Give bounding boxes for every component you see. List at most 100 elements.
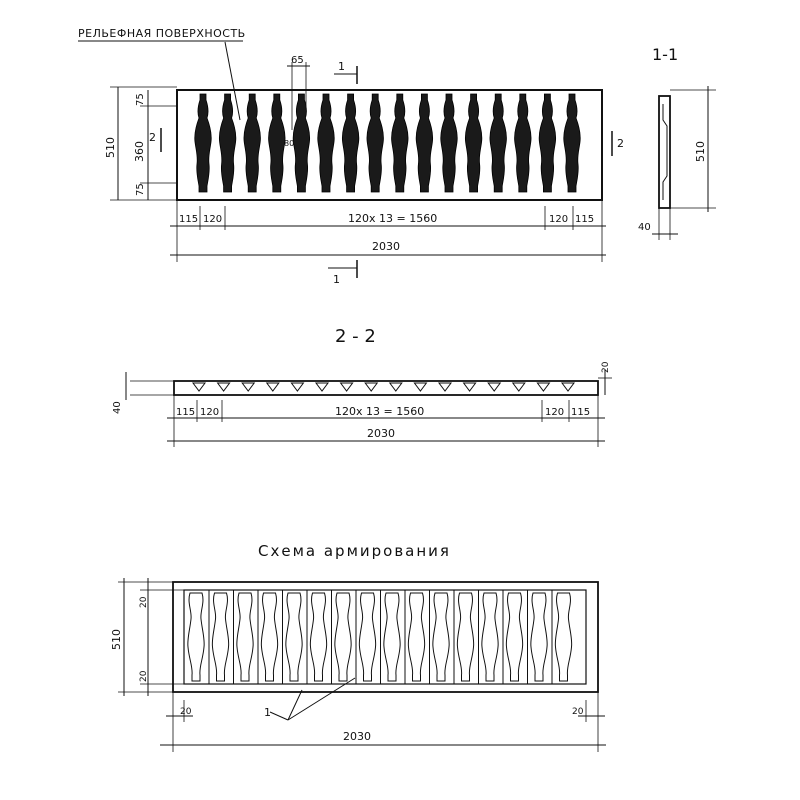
baluster	[538, 93, 557, 193]
relief-surface-label: РЕЛЬЕФНАЯ ПОВЕРХНОСТЬ	[78, 27, 246, 40]
scheme-leader-line-1	[269, 711, 289, 721]
relief-groove	[290, 382, 305, 392]
section-1-1: 1-1 510 40	[638, 45, 716, 240]
relief-groove	[216, 382, 231, 392]
relief-groove	[536, 382, 551, 392]
relief-groove	[192, 382, 206, 392]
scheme-right-cover: 20	[572, 707, 584, 717]
section-1-1-thickness: 40	[638, 222, 651, 233]
section-2-2-relief	[192, 382, 575, 392]
dim-height-total: 510	[104, 137, 117, 158]
dim-left-pitch: 120	[203, 214, 222, 225]
section-1-1-title: 1-1	[652, 45, 678, 64]
dim-80: 80	[284, 139, 294, 148]
cut-mark-1-top: 1	[338, 60, 345, 73]
rebar-opening	[334, 592, 352, 682]
baluster	[464, 93, 483, 193]
section-1-1-profile	[658, 95, 671, 209]
relief-groove	[241, 382, 256, 392]
relief-groove	[413, 382, 428, 392]
dim-right-edge: 115	[575, 214, 594, 225]
rebar-opening	[211, 592, 230, 682]
scheme-leader-line-3	[287, 677, 356, 721]
rebar-opening	[358, 592, 377, 682]
relief-groove	[561, 382, 575, 392]
plan-view: РЕЛЬЕФНАЯ ПОВЕРХНОСТЬ 510 75 360 75 2 2 …	[78, 27, 624, 286]
scheme-outer-outline	[172, 581, 599, 693]
baluster	[563, 93, 581, 193]
dim-total-length: 2030	[372, 240, 400, 253]
baluster	[243, 93, 261, 193]
rebar-opening	[530, 592, 548, 682]
dim-left-edge: 115	[179, 214, 198, 225]
section-2-2-center-chain: 120x 13 = 1560	[335, 405, 424, 418]
scheme-bottom-cover: 20	[139, 670, 149, 682]
baluster	[391, 93, 409, 193]
section-2-2-left-edge: 115	[176, 407, 195, 418]
cut-mark-2-right: 2	[617, 137, 624, 150]
scheme-left-cover: 20	[180, 707, 192, 717]
rebar-opening	[456, 592, 475, 682]
baluster	[440, 93, 458, 193]
relief-groove	[315, 382, 329, 392]
section-2-2-right-pitch: 120	[545, 407, 564, 418]
scheme-total-length: 2030	[343, 730, 371, 743]
section-2-2-thickness: 40	[112, 401, 123, 414]
cut-mark-1-bottom: 1	[333, 273, 340, 286]
dim-baluster-width: 65	[291, 55, 304, 66]
section-2-2-right-edge: 115	[571, 407, 590, 418]
dim-bottom-margin: 75	[135, 183, 146, 196]
relief-groove	[462, 382, 477, 392]
rebar-opening	[236, 592, 254, 682]
section-2-2-total-length: 2030	[367, 427, 395, 440]
baluster	[415, 93, 434, 193]
baluster	[489, 93, 507, 193]
dim-top-margin: 75	[135, 93, 146, 106]
relief-groove	[265, 382, 280, 392]
section-2-2: 2 - 2 40 20 115 120 120x 13 = 1560 120 1…	[112, 326, 612, 447]
rebar-opening	[432, 592, 450, 682]
cut-mark-2-left: 2	[149, 131, 156, 144]
rebar-opening	[505, 592, 524, 682]
baluster	[341, 93, 360, 193]
rebar-opening	[554, 592, 573, 682]
rebar-opening	[285, 592, 303, 682]
section-2-2-title: 2 - 2	[335, 326, 376, 347]
relief-groove	[438, 382, 452, 392]
section-1-1-height: 510	[694, 141, 707, 162]
baluster	[514, 93, 532, 193]
relief-groove	[511, 382, 526, 392]
scheme-leader-label: 1	[264, 706, 271, 719]
panel-outline	[176, 89, 603, 201]
rebar-opening	[309, 592, 328, 682]
rebar-opening	[260, 592, 279, 682]
reinforcement-scheme: Схема армирования 510 20 20 20 20 2030 1	[110, 542, 606, 752]
baluster	[268, 93, 286, 193]
dim-right-pitch: 120	[549, 214, 568, 225]
relief-groove	[364, 382, 379, 392]
rebar-opening	[481, 592, 499, 682]
section-2-2-left-pitch: 120	[200, 407, 219, 418]
baluster	[218, 93, 237, 193]
relief-groove	[388, 382, 403, 392]
rebar-grid	[187, 590, 573, 684]
scheme-top-cover: 20	[139, 596, 149, 608]
baluster	[317, 93, 335, 193]
rebar-opening	[383, 592, 401, 682]
baluster	[366, 93, 384, 193]
rebar-opening	[187, 592, 205, 682]
baluster	[194, 93, 212, 193]
relief-groove	[487, 382, 502, 392]
scheme-height: 510	[110, 629, 123, 650]
baluster	[292, 93, 311, 193]
section-2-2-relief-depth: 20	[601, 361, 611, 373]
scheme-mesh-outline	[183, 589, 587, 685]
baluster-row	[194, 93, 581, 193]
relief-groove	[339, 382, 354, 392]
relief-leader-line	[224, 41, 241, 121]
section-2-2-profile	[173, 380, 599, 396]
scheme-leader-line-2	[287, 689, 303, 721]
rebar-opening	[407, 592, 426, 682]
dim-center-chain: 120x 13 = 1560	[348, 212, 437, 225]
